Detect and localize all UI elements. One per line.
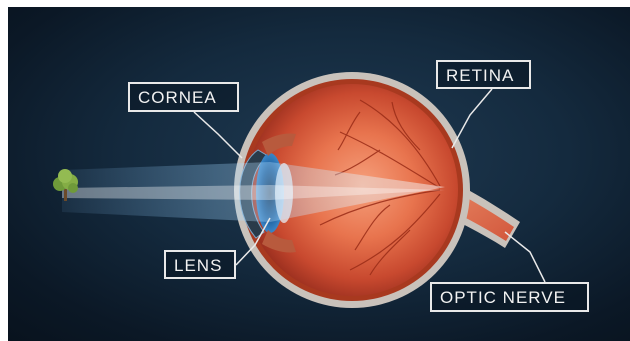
optic-nerve-label: OPTIC NERVE bbox=[430, 282, 589, 312]
frame-left-edge bbox=[0, 0, 8, 341]
cornea-label: CORNEA bbox=[128, 82, 239, 112]
lens-label: LENS bbox=[164, 250, 236, 279]
optic-nerve-leader-line bbox=[505, 232, 545, 282]
cornea-leader-line bbox=[194, 112, 242, 158]
retina-label: RETINA bbox=[436, 60, 531, 89]
frame-top-edge bbox=[0, 0, 630, 7]
